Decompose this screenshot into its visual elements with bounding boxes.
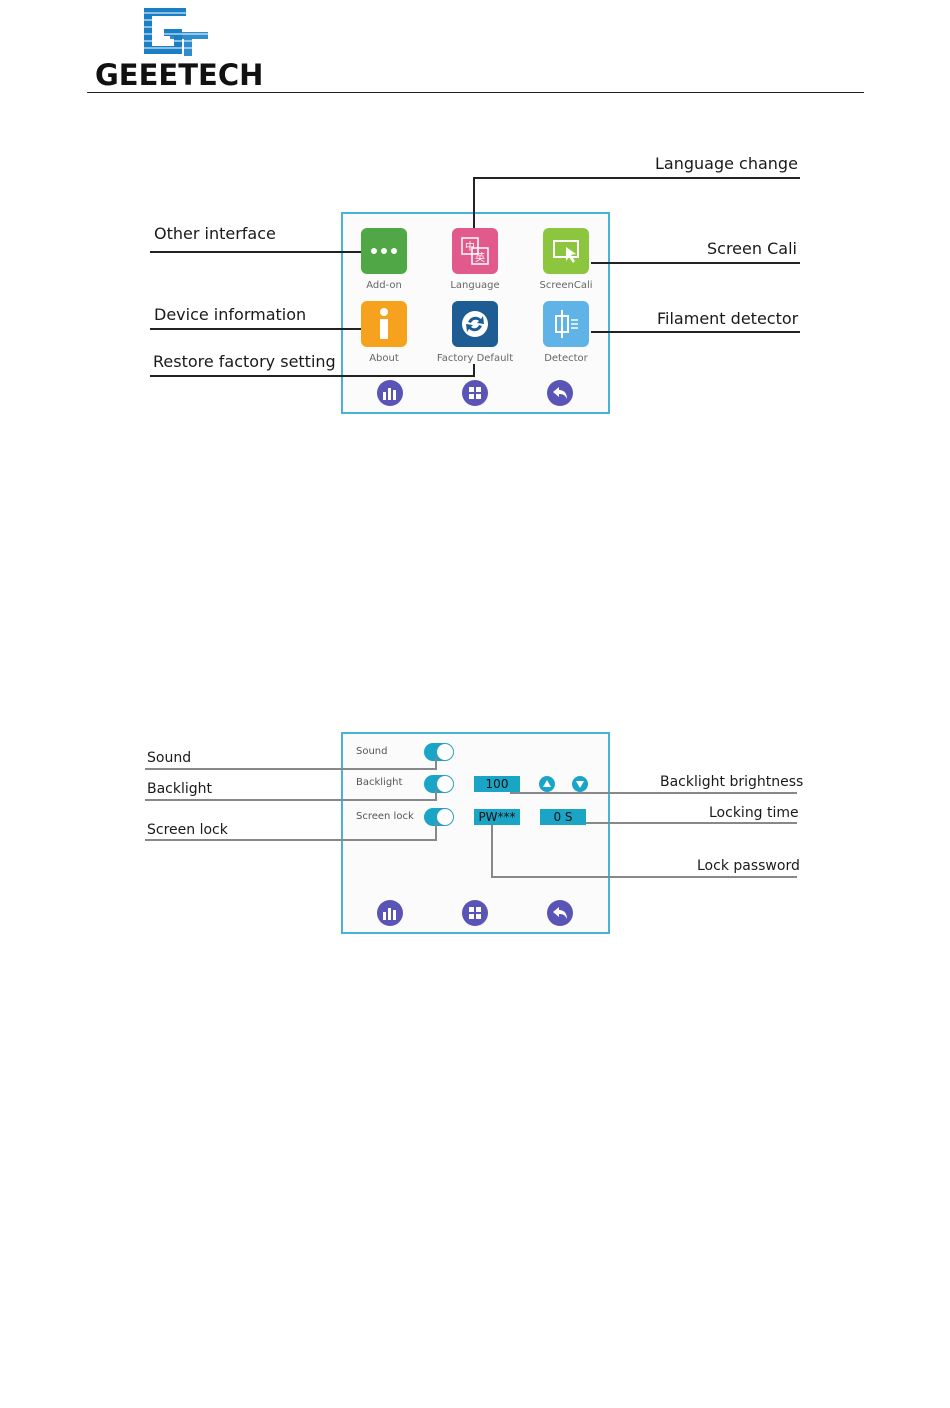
screen-lock-toggle-knob [437,809,453,825]
svg-text:中: 中 [465,240,475,253]
stats-button[interactable] [377,380,403,406]
refresh-icon [459,308,491,340]
callout-filament-detector: Filament detector [657,309,798,328]
lock-time-box[interactable]: 0 S [540,809,586,825]
arrow-down-icon [575,779,585,789]
leader-lock-password-rise [491,825,493,878]
back-icon [552,386,568,400]
factory-default-label: Factory Default [430,353,520,364]
password-box[interactable]: PW*** [474,809,520,825]
language-label: Language [445,280,505,291]
leader-filament-detector [591,331,800,333]
back-icon [552,906,568,920]
add-on-tile[interactable] [361,228,407,274]
brightness-down-button[interactable] [572,776,588,792]
about-tile[interactable] [361,301,407,347]
callout-screen-lock: Screen lock [147,822,228,838]
back-button-2[interactable] [547,900,573,926]
callout-locking-time: Locking time [709,805,799,821]
callout-backlight-brightness: Backlight brightness [660,774,803,790]
sound-label: Sound [356,746,388,757]
header-divider [87,92,864,93]
callout-lock-password: Lock password [697,858,800,874]
back-button[interactable] [547,380,573,406]
leader-language-change-drop [473,177,475,228]
stats-icon [382,906,398,920]
factory-default-tile[interactable] [452,301,498,347]
menu-button-2[interactable] [462,900,488,926]
callout-device-information: Device information [154,305,306,324]
leader-backlight-rise [435,790,437,801]
screen-cali-tile[interactable] [543,228,589,274]
leader-restore-factory-rise [473,364,475,377]
sound-toggle-knob [437,744,453,760]
menu-grid-icon [468,906,482,920]
detector-tile[interactable] [543,301,589,347]
geeetech-logo-mark [140,6,210,58]
screen-lock-toggle[interactable] [424,808,454,826]
dots-icon [369,246,399,256]
leader-screen-lock-rise [435,823,437,841]
sound-toggle[interactable] [424,743,454,761]
leader-device-information [150,328,361,330]
callout-backlight: Backlight [147,781,212,797]
leader-screen-cali [591,262,800,264]
detector-icon [551,308,581,340]
language-tile[interactable]: 中 英 [452,228,498,274]
leader-sound [145,768,437,770]
stats-icon [382,386,398,400]
backlight-toggle-knob [437,776,453,792]
leader-locking-time [586,822,797,824]
menu-grid-icon [468,386,482,400]
callout-sound: Sound [147,750,191,766]
detector-label: Detector [536,353,596,364]
brightness-value-box[interactable]: 100 [474,776,520,792]
backlight-toggle[interactable] [424,775,454,793]
leader-language-change [473,177,800,179]
leader-sound-rise [435,758,437,770]
add-on-label: Add-on [354,280,414,291]
leader-restore-factory [150,375,475,377]
screen-cali-icon [551,237,581,265]
screen-cali-label: ScreenCali [532,280,600,291]
language-icon: 中 英 [460,236,490,266]
leader-other-interface [150,251,361,253]
menu-button[interactable] [462,380,488,406]
svg-text:英: 英 [475,251,485,264]
callout-other-interface: Other interface [154,224,276,243]
callout-restore-factory: Restore factory setting [153,352,336,371]
leader-backlight [145,799,437,801]
backlight-label: Backlight [356,777,402,788]
leader-screen-lock [145,839,437,841]
stats-button-2[interactable] [377,900,403,926]
callout-screen-cali: Screen Cali [707,239,797,258]
screen-lock-label: Screen lock [356,811,414,822]
callout-language-change: Language change [655,154,798,173]
brightness-up-button[interactable] [539,776,555,792]
arrow-up-icon [542,779,552,789]
leader-lock-password [491,876,797,878]
about-label: About [354,353,414,364]
info-icon [374,307,394,341]
leader-backlight-brightness [510,792,797,794]
brand-name: GEEETECH [95,58,263,92]
